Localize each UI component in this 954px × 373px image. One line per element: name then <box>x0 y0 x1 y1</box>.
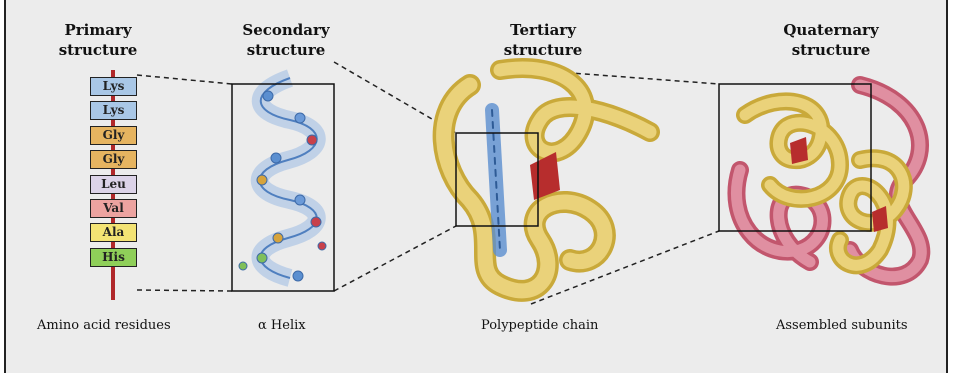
quaternary-caption: Assembled subunits <box>776 318 908 333</box>
heme-group-icon <box>790 137 808 164</box>
residue-box: His <box>90 248 137 267</box>
zoom-connectors <box>137 62 719 304</box>
residue-box: Ala <box>90 223 137 242</box>
primary-caption: Amino acid residues <box>37 318 171 333</box>
secondary-caption: α Helix <box>258 318 306 333</box>
residue-box: Gly <box>90 150 137 169</box>
heme-group-icon <box>872 206 888 232</box>
residue-box: Lys <box>90 101 137 120</box>
tertiary-caption: Polypeptide chain <box>481 318 598 333</box>
residue-box: Lys <box>90 77 137 96</box>
residue-box: Gly <box>90 126 137 145</box>
residue-box: Leu <box>90 175 137 194</box>
residue-box: Val <box>90 199 137 218</box>
quaternary-assembly-illustration <box>736 85 921 277</box>
alpha-helix-illustration <box>239 78 326 281</box>
